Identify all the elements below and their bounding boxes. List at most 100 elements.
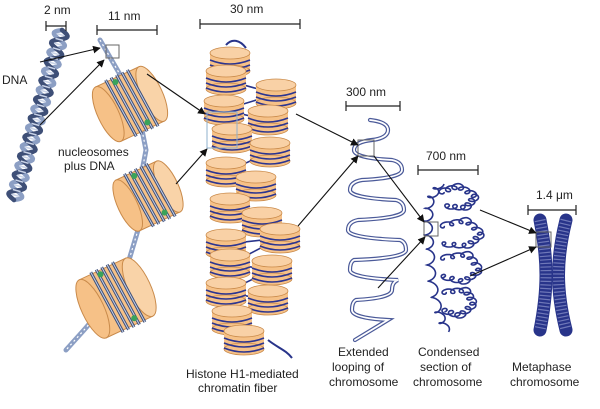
disk-top	[247, 104, 289, 118]
dna-band	[205, 294, 247, 300]
dna-band	[259, 245, 301, 251]
dna-wrap-highlight	[116, 74, 148, 132]
dna-band	[205, 169, 247, 175]
dna-band	[251, 267, 293, 273]
dna-band	[259, 235, 301, 241]
histone-tail	[161, 209, 168, 216]
fiber-label-line1: Histone H1-mediated	[186, 367, 299, 381]
dna-base-pair	[51, 51, 60, 56]
dna-band	[241, 219, 283, 225]
fiber-scale-label: 30 nm	[230, 2, 263, 16]
condensed-label-line3: chromosome	[413, 375, 483, 389]
fiber-nucleosome	[205, 276, 247, 308]
nucleosome	[75, 257, 157, 339]
histone-back	[75, 278, 111, 339]
dna-base-pair	[19, 165, 28, 169]
fiber-top-tail	[225, 39, 247, 49]
condensed-loop-coil	[439, 250, 483, 285]
dna-band	[209, 59, 251, 65]
metaphase-scale-label: 1.4 μm	[536, 188, 573, 202]
fiber-nucleosome	[259, 222, 301, 254]
dna-wrap-highlight	[134, 168, 165, 222]
chromatid	[552, 213, 573, 337]
fiber-nucleosome	[255, 78, 297, 110]
dna-base-pair	[23, 150, 32, 155]
nucleosome-scale-bar: 11 nm	[96, 9, 158, 35]
dna-base-pair	[25, 141, 35, 146]
dna-wrap-highlight	[101, 266, 135, 328]
zoom-box-loop	[423, 221, 439, 237]
dna-band	[211, 135, 253, 141]
arrow-dna-to-box	[39, 45, 101, 63]
dna-base-pair	[52, 47, 61, 51]
fiber-nucleosome	[209, 192, 251, 224]
dna-band	[235, 183, 277, 189]
nucleosome	[112, 160, 184, 232]
fiber-nucleosome	[205, 64, 247, 96]
disk-top	[205, 228, 247, 242]
looping-label-line1: Extended	[338, 345, 389, 359]
disk-top	[235, 170, 277, 184]
nucleosome-column: 11 nm nucleosomes plus DNA	[58, 9, 184, 353]
zoom-box-condensed	[535, 231, 552, 248]
arrow-condensed-to-metaphase	[479, 209, 537, 234]
dna-band	[247, 122, 289, 128]
dna-band	[223, 342, 265, 348]
disk-top	[211, 122, 253, 136]
disk-top	[209, 46, 251, 60]
disk-top	[259, 222, 301, 236]
dna-base-pair	[31, 122, 40, 127]
arrow-loop-to-condensed	[373, 155, 425, 223]
dna-wrap-highlight	[90, 272, 124, 333]
dna-base-pair	[37, 99, 47, 103]
dna-base-pair	[17, 169, 27, 174]
dna-scale-bar: 2 nm	[44, 3, 71, 31]
arrow-fiber-to-loop	[295, 113, 359, 146]
dna-base-pair	[13, 184, 23, 188]
fiber-nucleosome	[203, 94, 245, 126]
dna-band	[211, 140, 253, 146]
dna-band	[247, 297, 289, 303]
disk-top	[209, 192, 251, 206]
looping-label-line3: chromosome	[329, 375, 399, 389]
dna-base-pair	[29, 127, 39, 131]
histone-tail	[112, 79, 119, 86]
metaphase-scale-bar: 1.4 μm	[527, 188, 577, 215]
disk-top	[249, 136, 291, 150]
dna-base-pair	[56, 32, 65, 37]
dna-base-pair	[16, 174, 25, 179]
zoom-box-nucleosomes	[206, 111, 238, 149]
looping-scale-label: 300 nm	[346, 85, 386, 99]
dna-base-pair	[53, 42, 63, 46]
dna-wrap-highlight	[145, 163, 176, 217]
arrow-condensed-to-metaphase-2	[469, 246, 537, 277]
dna-band	[205, 77, 247, 83]
disk-top	[255, 78, 297, 92]
dna-band	[205, 299, 247, 305]
dna-base-pair	[36, 103, 45, 108]
dna-band	[209, 271, 251, 277]
nucleosome-scale-label: 11 nm	[108, 9, 140, 23]
dna-band	[249, 154, 291, 160]
metaphase-label-line1: Metaphase	[512, 360, 572, 374]
dna-scale-label: 2 nm	[44, 3, 71, 17]
extended-looping-column: 300 nm Extended looping of chromosome	[329, 85, 409, 389]
fiber-nucleosome	[235, 170, 277, 202]
dna-band	[223, 337, 265, 343]
dna-band	[223, 347, 265, 353]
dna-base-pair	[44, 75, 53, 80]
dna-band	[255, 96, 297, 102]
dna-base-pair	[43, 80, 52, 84]
arrow-fiber-to-loop-2	[297, 155, 359, 227]
nucleosome-label-line2: plus DNA	[64, 159, 115, 173]
condensed-loop-coil	[441, 286, 478, 319]
disk-top	[203, 94, 245, 108]
dna-base-pair	[48, 61, 57, 65]
disk-top	[247, 284, 289, 298]
dna-band	[247, 117, 289, 123]
condensed-loop-coil	[439, 216, 485, 249]
zoom-box-fiber	[357, 139, 375, 157]
dna-band	[209, 261, 251, 267]
dna-base-pair	[27, 136, 36, 141]
condensed-section-column: 700 nm Condensed section of chromosome	[413, 149, 485, 389]
